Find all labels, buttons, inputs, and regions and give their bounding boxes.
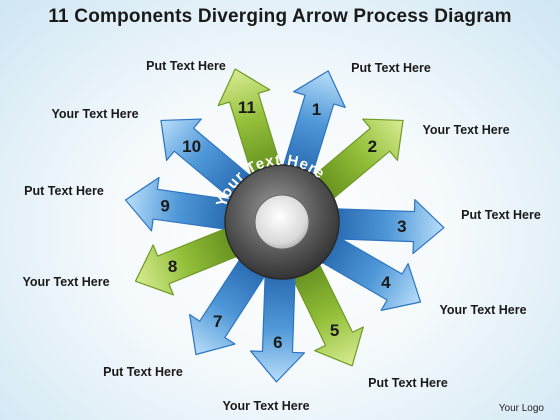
diagram-title: 11 Components Diverging Arrow Process Di… bbox=[48, 6, 512, 27]
arrow-11-label: Put Text Here bbox=[146, 59, 226, 73]
arrow-6-label: Your Text Here bbox=[222, 399, 310, 413]
arrow-7-label: Put Text Here bbox=[103, 365, 183, 379]
arrow-1-label: Put Text Here bbox=[351, 61, 431, 75]
arrow-6-number: 6 bbox=[273, 333, 282, 352]
arrow-11-number: 11 bbox=[238, 98, 256, 117]
arrow-3-label: Put Text Here bbox=[461, 208, 541, 222]
arrow-9-number: 9 bbox=[160, 197, 169, 216]
arrow-1-number: 1 bbox=[312, 100, 321, 119]
arrow-8-label: Your Text Here bbox=[22, 275, 110, 289]
arrow-10-label: Your Text Here bbox=[51, 107, 139, 121]
arrow-7-number: 7 bbox=[213, 312, 222, 331]
arrow-10-number: 10 bbox=[182, 137, 201, 156]
arrow-4-label: Your Text Here bbox=[439, 303, 527, 317]
arrow-3-number: 3 bbox=[397, 217, 406, 236]
arrow-2-label: Your Text Here bbox=[422, 123, 510, 137]
logo-text: Your Logo bbox=[498, 403, 544, 414]
arrow-4-number: 4 bbox=[381, 273, 391, 292]
arrow-8-number: 8 bbox=[168, 257, 177, 276]
hub-hole bbox=[254, 194, 310, 250]
arrow-2-number: 2 bbox=[368, 137, 377, 156]
arrow-5-label: Put Text Here bbox=[368, 376, 448, 390]
arrow-5-number: 5 bbox=[330, 321, 339, 340]
arrow-9-label: Put Text Here bbox=[24, 184, 104, 198]
